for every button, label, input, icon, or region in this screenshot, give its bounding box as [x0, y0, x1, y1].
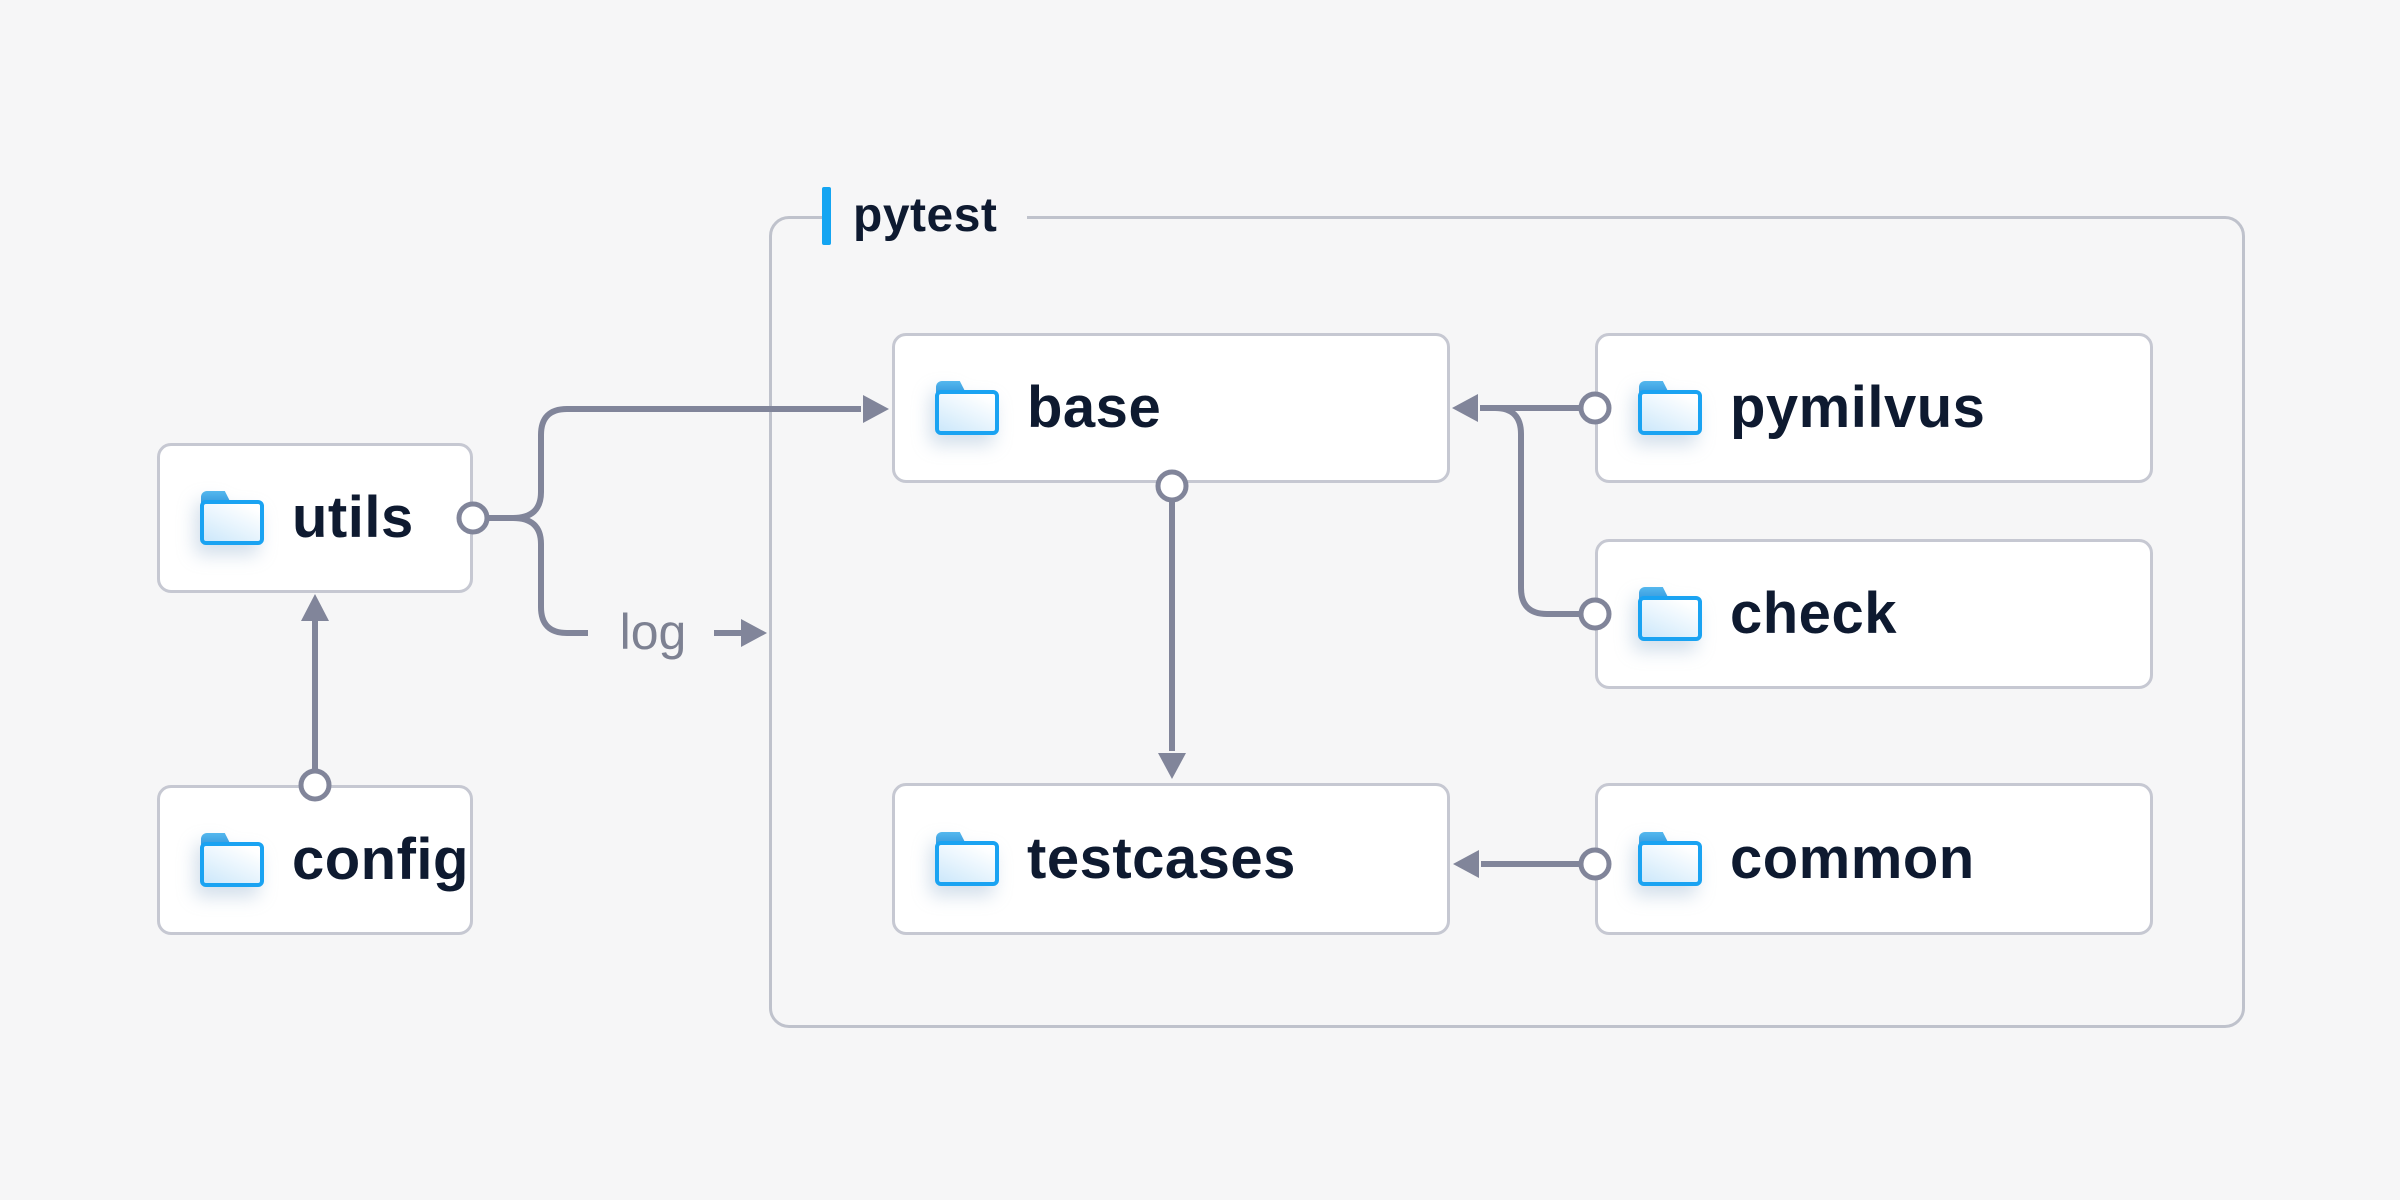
pytest-label-text: pytest	[853, 189, 998, 242]
node-common: common	[1595, 783, 2153, 935]
edge-config-utils	[298, 594, 332, 802]
node-check: check	[1595, 539, 2153, 689]
folder-icon	[1638, 587, 1702, 641]
folder-icon	[935, 381, 999, 435]
node-label: check	[1730, 581, 1897, 646]
folder-icon	[200, 491, 264, 545]
node-label: base	[1027, 375, 1162, 440]
folder-icon	[200, 833, 264, 887]
node-label: utils	[292, 485, 414, 550]
pytest-label: pytest	[822, 183, 1028, 249]
node-label: testcases	[1027, 826, 1296, 891]
node-label: pymilvus	[1730, 375, 1986, 440]
folder-icon	[1638, 832, 1702, 886]
folder-icon	[1638, 381, 1702, 435]
accent-bar	[822, 187, 831, 245]
node-pymilvus: pymilvus	[1595, 333, 2153, 483]
node-testcases: testcases	[892, 783, 1450, 935]
node-config: config	[157, 785, 473, 935]
log-edge-label: log	[619, 604, 687, 660]
node-label: config	[292, 827, 469, 892]
node-base: base	[892, 333, 1450, 483]
node-label: common	[1730, 826, 1975, 891]
node-utils: utils	[157, 443, 473, 593]
pytest-container	[769, 216, 2245, 1028]
folder-icon	[935, 832, 999, 886]
